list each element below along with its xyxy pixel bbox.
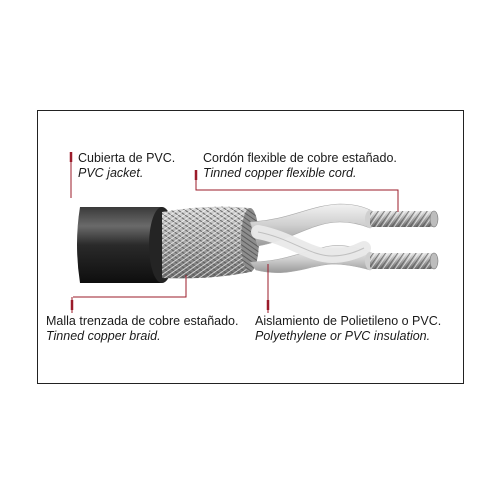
label-flexible-cord-es: Cordón flexible de cobre estañado. [203,151,397,165]
leader-cord [195,171,399,212]
label-copper-braid-en: Tinned copper braid. [46,329,161,343]
label-insulation-es: Aislamiento de Polietileno o PVC. [255,314,442,328]
diagram-frame [37,110,464,384]
label-pvc-jacket: Cubierta de PVC. PVC jacket. [78,151,175,181]
leader-ticks [69,152,270,310]
label-insulation: Aislamiento de Polietileno o PVC. Polyet… [255,314,441,344]
copper-braid [162,206,259,279]
label-copper-braid-es: Malla trenzada de cobre estañado. [46,314,239,328]
insulated-conductors [249,203,375,273]
label-flexible-cord-en: Tinned copper flexible cord. [203,166,357,180]
label-insulation-en: Polyethylene or PVC insulation. [255,329,431,343]
label-pvc-jacket-es: Cubierta de PVC. [78,151,176,165]
label-flexible-cord: Cordón flexible de cobre estañado. Tinne… [203,151,397,181]
copper-strands [370,210,439,270]
label-pvc-jacket-en: PVC jacket. [78,166,144,180]
label-copper-braid: Malla trenzada de cobre estañado. Tinned… [46,314,239,344]
pvc-jacket [77,207,175,283]
